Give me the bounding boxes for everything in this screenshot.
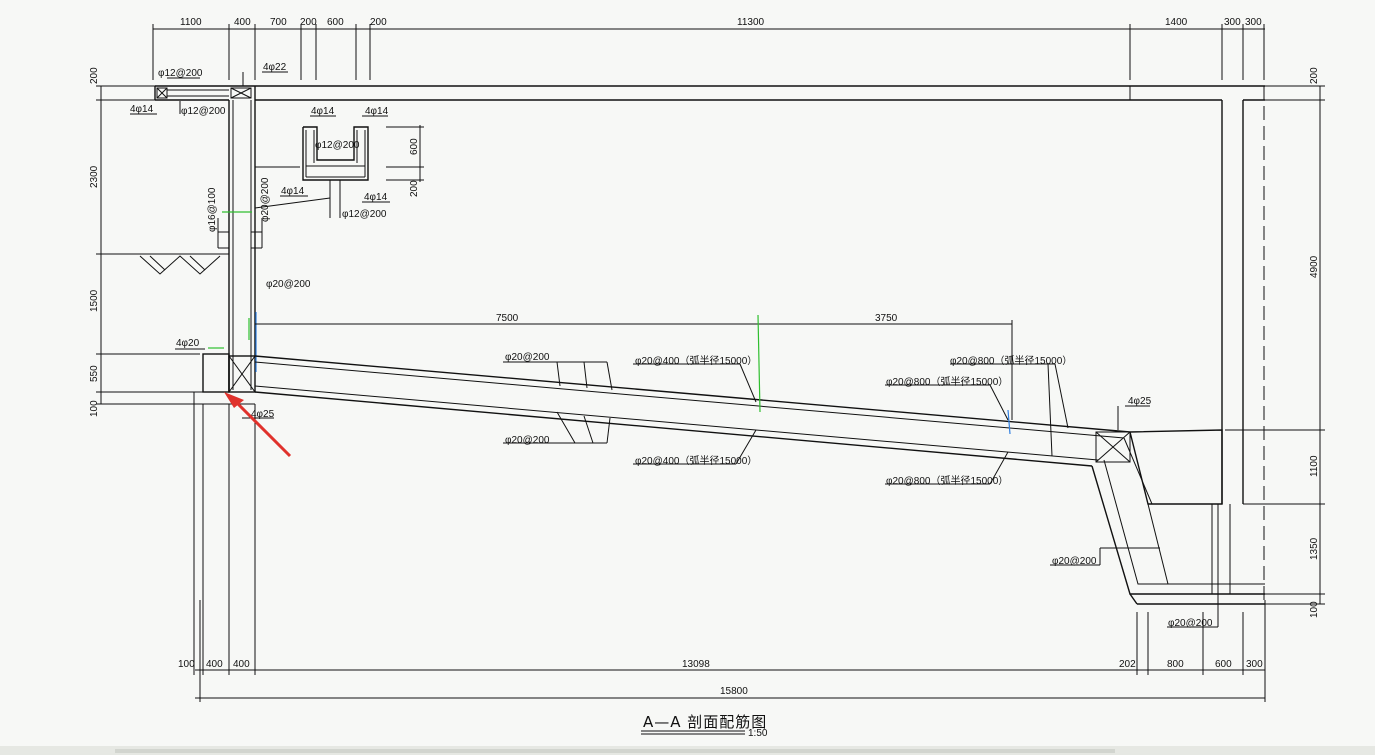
top-dim-5: 600 (327, 17, 344, 28)
rebar-label: 4φ14 (365, 106, 389, 117)
rebar-label: φ16@100 (207, 187, 218, 232)
rebar-label: 4φ14 (281, 186, 305, 197)
left-wall (217, 86, 331, 392)
top-dim-9: 300 (1224, 17, 1241, 28)
scale-text: 1:50 (748, 728, 768, 739)
top-dim-1: 1100 (180, 17, 202, 28)
span-dim-2: 3750 (875, 313, 898, 324)
pit (1091, 429, 1265, 605)
top-dim-7: 11300 (737, 17, 765, 28)
right-dimension-chain: 200 4900 1100 1350 100 (1225, 67, 1325, 618)
rebar-label: φ20@800（弧半径15000） (886, 375, 1008, 388)
rebar-label: φ20@200 (260, 177, 271, 222)
bottom-dim-4: 13098 (682, 659, 710, 670)
detail-dim-1: 600 (409, 138, 420, 155)
bottom-dim-7: 600 (1215, 659, 1232, 670)
top-dim-3: 700 (270, 17, 287, 28)
right-dim-3: 1100 (1309, 455, 1320, 477)
bottom-dim-3: 400 (233, 659, 250, 670)
left-dim-3: 1500 (89, 289, 100, 312)
rebar-label: φ20@800（弧半径15000） (886, 474, 1008, 487)
drawing-title: A—A 剖面配筋图 1:50 (641, 713, 768, 739)
bottom-dim-5: 202 (1119, 659, 1136, 670)
bottom-dim-8: 300 (1246, 659, 1263, 670)
rebar-label: 4φ25 (251, 409, 275, 420)
left-dim-5: 100 (89, 400, 100, 417)
rebar-label: φ12@200 (158, 68, 203, 79)
rebar-label: φ12@200 (315, 140, 360, 151)
top-dim-2: 400 (234, 17, 251, 28)
top-dim-4: 200 (300, 17, 317, 28)
right-wall (1221, 86, 1265, 604)
bottom-dim-1: 100 (178, 659, 195, 670)
rebar-label: 4φ14 (311, 106, 335, 117)
right-dim-5: 100 (1309, 601, 1320, 618)
rebar-label: φ20@200 (1168, 618, 1213, 629)
horizontal-scrollbar[interactable] (0, 746, 1375, 755)
rebar-label: φ20@400（弧半径15000） (635, 354, 757, 367)
top-dim-8: 1400 (1165, 17, 1188, 28)
rebar-label: φ20@800（弧半径15000） (950, 354, 1072, 367)
rebar-label: φ20@200 (505, 435, 550, 446)
right-dim-4: 1350 (1309, 537, 1320, 560)
bottom-dim-2: 400 (206, 659, 223, 670)
beam-detail: 600 200 (302, 125, 424, 218)
bottom-dimension-chain: 100 400 400 13098 202 800 600 300 15800 (178, 404, 1266, 702)
ramp-slab (254, 314, 1131, 467)
top-dimension-chain: 1100 400 700 200 600 200 11300 1400 300 … (152, 17, 1265, 80)
span-dim-1: 7500 (496, 313, 519, 324)
rebar-label: φ20@200 (505, 352, 550, 363)
rebar-label: φ12@200 (342, 209, 387, 220)
left-dimension-chain: 200 2300 1500 550 100 (89, 67, 200, 417)
rebar-label: 4φ14 (130, 104, 154, 115)
base-corner (193, 312, 257, 405)
rebar-label: φ20@200 (266, 279, 311, 290)
bottom-dim-6: 800 (1167, 659, 1184, 670)
rebar-label: φ20@200 (1052, 556, 1097, 567)
soil-hatch (101, 253, 229, 275)
top-dim-10: 300 (1245, 17, 1262, 28)
leader-lines (130, 71, 1219, 628)
rebar-label: φ20@400（弧半径15000） (635, 454, 757, 467)
rebar-label: 4φ22 (263, 62, 287, 73)
rebar-label: 4φ20 (176, 338, 200, 349)
rebar-label: 4φ14 (364, 192, 388, 203)
rebar-labels: φ12@200 φ12@200 4φ14 4φ22 4φ14 4φ14 φ12@… (130, 62, 1213, 629)
left-dim-4: 550 (89, 365, 100, 382)
left-dim-2: 2300 (89, 165, 100, 188)
left-dim-1: 200 (89, 67, 100, 84)
red-arrow-annotation (224, 392, 292, 458)
top-dim-6: 200 (370, 17, 387, 28)
scrollbar-thumb[interactable] (115, 749, 1115, 753)
overall-dim: 15800 (720, 686, 748, 697)
title-text: A—A 剖面配筋图 (643, 713, 767, 731)
right-dim-2: 4900 (1309, 255, 1320, 278)
right-dim-1: 200 (1309, 67, 1320, 84)
rebar-label: 4φ25 (1128, 396, 1152, 407)
top-slab (154, 85, 1265, 101)
detail-dim-2: 200 (409, 180, 420, 197)
rebar-label: φ12@200 (181, 106, 226, 117)
